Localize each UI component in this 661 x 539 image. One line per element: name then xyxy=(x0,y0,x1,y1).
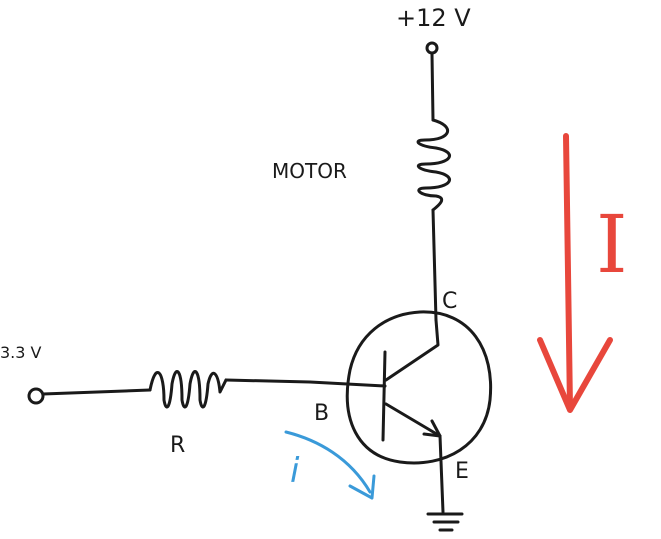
base-current-arrowhead-icon xyxy=(348,474,376,500)
collector-current-arrow xyxy=(563,133,573,411)
ground-icon xyxy=(426,512,464,532)
resistor-label: R xyxy=(170,433,185,458)
base-wire xyxy=(224,378,387,388)
emitter-lead xyxy=(384,402,442,438)
collector-label: C xyxy=(442,289,457,314)
collector-current-arrowhead-icon xyxy=(537,337,613,413)
collector-current-label: I xyxy=(596,198,628,291)
collector-wire xyxy=(431,208,438,322)
emitter-label: E xyxy=(455,459,469,484)
collector-lead xyxy=(384,318,440,382)
supply-wire xyxy=(430,52,435,122)
base-current-label: i xyxy=(290,451,300,491)
emitter-wire xyxy=(438,434,445,514)
resistor-zigzag xyxy=(148,369,228,409)
base-bar xyxy=(381,350,387,442)
input-voltage-label: 3.3 V xyxy=(0,343,42,362)
base-current-arrow xyxy=(284,430,372,494)
supply-terminal xyxy=(425,41,439,55)
input-terminal xyxy=(27,387,45,405)
motor-label: MOTOR xyxy=(272,159,347,183)
base-label: B xyxy=(314,401,329,426)
supply-label: +12 V xyxy=(396,4,471,32)
transistor-body xyxy=(345,310,493,465)
motor-coil xyxy=(416,118,451,212)
input-wire xyxy=(41,388,152,396)
